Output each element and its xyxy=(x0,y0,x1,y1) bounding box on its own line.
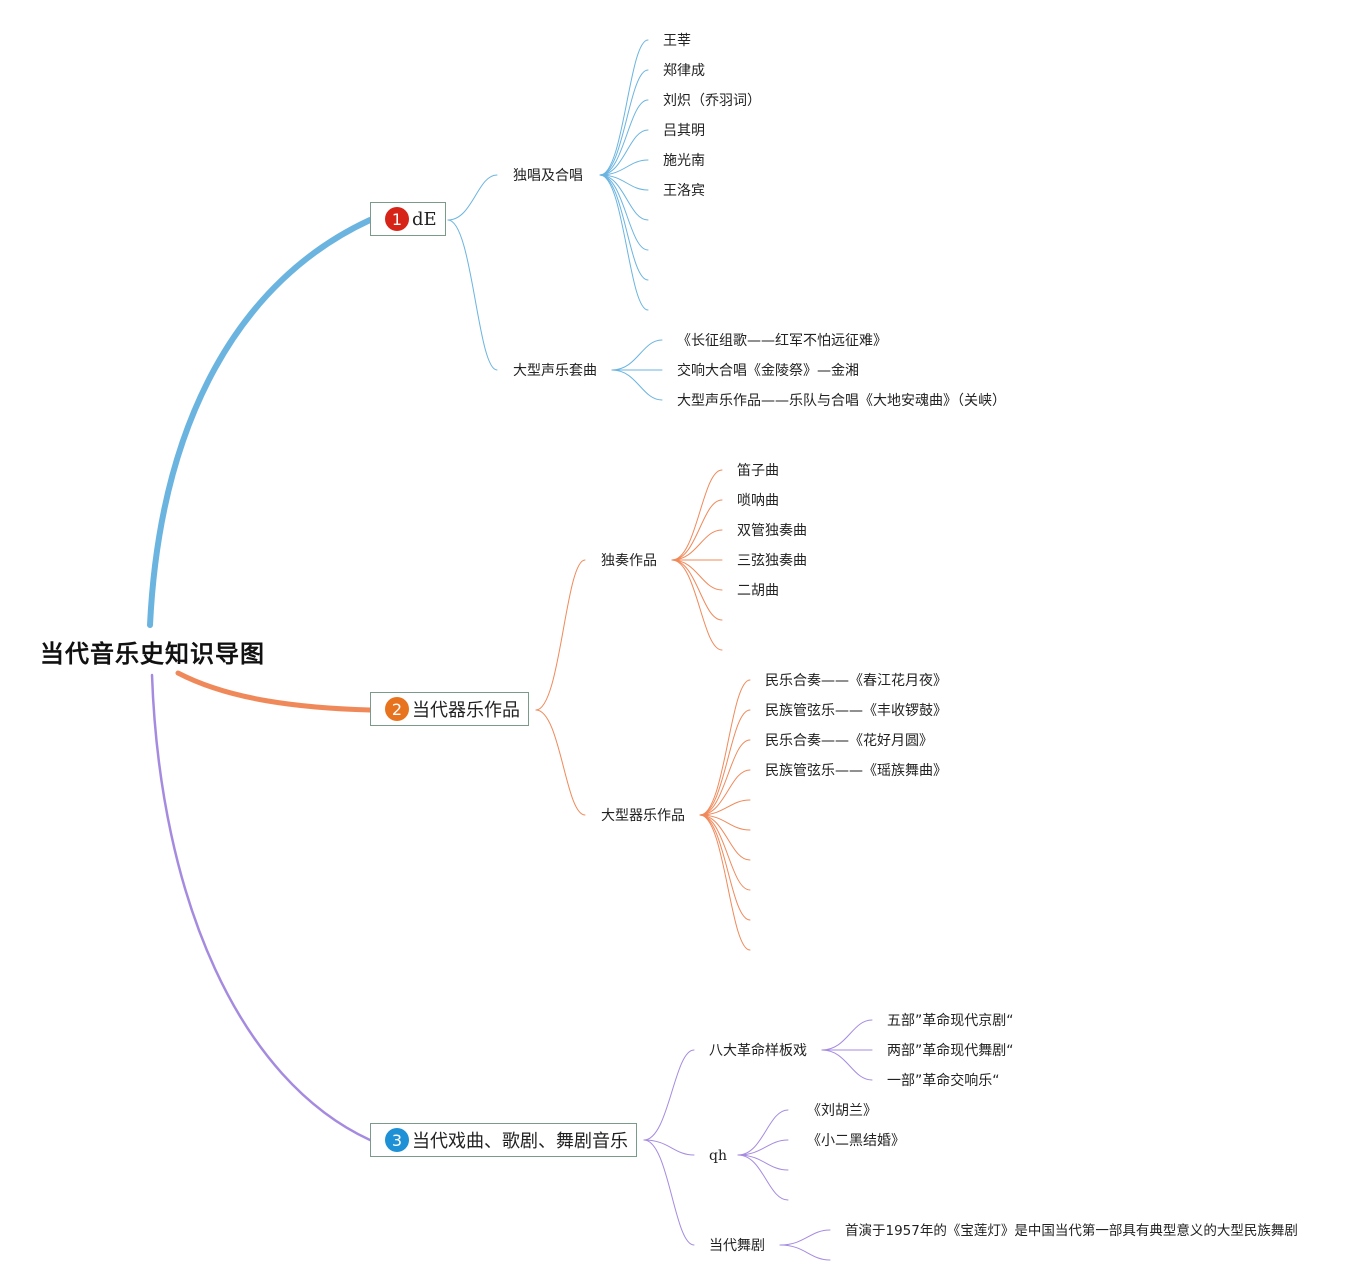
leaf-item[interactable]: 民族管弦乐——《瑶族舞曲》 xyxy=(765,763,947,779)
leaf-link xyxy=(779,1229,831,1246)
leaf-item[interactable]: 民乐合奏——《春江花月夜》 xyxy=(765,673,947,689)
leaf-item[interactable]: 三弦独奏曲 xyxy=(737,553,807,569)
root-link-3 xyxy=(150,673,372,1142)
leaf-item[interactable]: 《小二黑结婚》 xyxy=(807,1133,905,1149)
main-topic-label: 当代戏曲、歌剧、舞剧音乐 xyxy=(412,1131,628,1152)
leaf-link xyxy=(671,469,723,561)
leaf-link xyxy=(699,679,751,816)
leaf-item[interactable]: 王洛宾 xyxy=(663,183,705,199)
leaf-link xyxy=(671,559,723,621)
subtopic-large-vocal-suite[interactable]: 大型声乐套曲 xyxy=(513,363,597,379)
main-topic-label: 当代器乐作品 xyxy=(412,700,520,721)
leaf-item[interactable]: 吕其明 xyxy=(663,123,705,139)
leaf-item[interactable]: 《长征组歌——红军不怕远征难》 xyxy=(677,333,887,349)
leaf-item[interactable]: 民族管弦乐——《丰收锣鼓》 xyxy=(765,703,947,719)
leaf-link xyxy=(599,174,649,221)
leaf-item[interactable]: 大型声乐作品——乐队与合唱《大地安魂曲》（关峡） xyxy=(677,393,1006,409)
leaf-link xyxy=(699,814,751,921)
main-topic-3[interactable]: 3 当代戏曲、歌剧、舞剧音乐 xyxy=(370,1123,637,1157)
root-title: 当代音乐史知识导图 xyxy=(40,640,265,668)
leaf-link xyxy=(599,174,649,311)
leaf-link xyxy=(779,1244,831,1261)
leaf-item[interactable]: 唢呐曲 xyxy=(737,493,779,509)
leaf-link xyxy=(671,499,723,561)
leaf-link xyxy=(599,39,649,176)
sub-link xyxy=(643,1049,695,1141)
leaf-link xyxy=(737,1109,789,1156)
leaf-link xyxy=(599,99,649,176)
main-topic-2[interactable]: 2 当代器乐作品 xyxy=(370,692,529,726)
leaf-link xyxy=(737,1139,789,1156)
leaf-link xyxy=(599,174,649,281)
number-badge-1: 1 xyxy=(385,207,409,231)
sub-link xyxy=(447,174,498,221)
subtopic-solo-works[interactable]: 独奏作品 xyxy=(601,553,657,569)
leaf-item[interactable]: 五部”革命现代京剧“ xyxy=(887,1013,1014,1029)
leaf-link xyxy=(599,159,649,176)
leaf-link xyxy=(671,559,723,651)
leaf-link xyxy=(671,559,723,591)
subtopic-solo-chorus[interactable]: 独唱及合唱 xyxy=(513,168,583,184)
leaf-link xyxy=(699,739,751,816)
leaf-item[interactable]: 一部”革命交响乐“ xyxy=(887,1073,1000,1089)
leaf-link xyxy=(699,814,751,861)
leaf-item[interactable]: 首演于1957年的《宝莲灯》是中国当代第一部具有典型意义的大型民族舞剧 xyxy=(845,1223,1298,1239)
sub-link xyxy=(535,559,586,711)
leaf-item[interactable]: 二胡曲 xyxy=(737,583,779,599)
leaf-link xyxy=(699,709,751,816)
leaf-item[interactable]: 笛子曲 xyxy=(737,463,779,479)
sub-link xyxy=(643,1139,695,1156)
leaf-link xyxy=(699,814,751,951)
leaf-item[interactable]: 施光南 xyxy=(663,153,705,169)
sub-link xyxy=(447,219,498,371)
number-badge-3: 3 xyxy=(385,1128,409,1152)
main-topic-label: dE xyxy=(412,208,437,230)
leaf-link xyxy=(699,814,751,891)
leaf-link xyxy=(737,1154,789,1201)
subtopic-qh[interactable]: qh xyxy=(709,1148,727,1164)
leaf-link xyxy=(737,1154,789,1171)
leaf-link xyxy=(699,799,751,816)
sub-link xyxy=(535,709,586,816)
leaf-item[interactable]: 刘炽（乔羽词） xyxy=(663,93,761,109)
leaf-link xyxy=(611,369,663,401)
leaf-link xyxy=(599,174,649,251)
leaf-item[interactable]: 郑律成 xyxy=(663,63,705,79)
leaf-item[interactable]: 民乐合奏——《花好月圆》 xyxy=(765,733,933,749)
leaf-item[interactable]: 双管独奏曲 xyxy=(737,523,807,539)
leaf-item[interactable]: 王莘 xyxy=(663,33,691,49)
root-link-1 xyxy=(147,217,373,628)
leaf-item[interactable]: 两部”革命现代舞剧“ xyxy=(887,1043,1014,1059)
subtopic-contemporary-dance[interactable]: 当代舞剧 xyxy=(709,1238,765,1254)
number-badge-2: 2 xyxy=(385,697,409,721)
leaf-link xyxy=(671,529,723,561)
leaf-link xyxy=(599,129,649,176)
leaf-item[interactable]: 交响大合唱《金陵祭》—金湘 xyxy=(677,363,859,379)
root-link-2 xyxy=(175,670,373,713)
subtopic-large-instrumental[interactable]: 大型器乐作品 xyxy=(601,808,685,824)
leaf-item[interactable]: 《刘胡兰》 xyxy=(807,1103,877,1119)
leaf-link xyxy=(611,339,663,371)
subtopic-model-operas[interactable]: 八大革命样板戏 xyxy=(709,1043,807,1059)
leaf-link xyxy=(821,1049,873,1081)
leaf-link xyxy=(821,1019,873,1051)
main-topic-1[interactable]: 1 dE xyxy=(370,202,446,236)
leaf-link xyxy=(699,769,751,816)
sub-link xyxy=(643,1139,695,1246)
leaf-link xyxy=(599,69,649,176)
